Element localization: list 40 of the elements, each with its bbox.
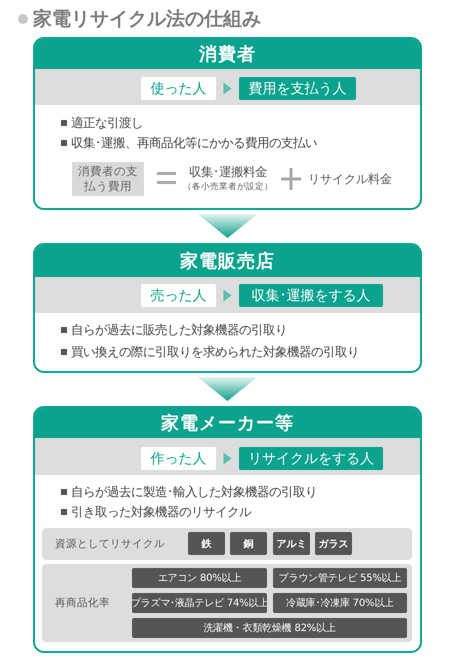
triangle-arrow [224,290,232,302]
role-tag: 使った人 [141,77,216,100]
list-text: 自らが過去に販売した対象機器の引取り [71,322,287,339]
fee-label: リサイクル料金 [307,171,393,188]
rate-tag: 冷蔵庫･冷凍庫 70%以上 [273,593,407,613]
fee-label: 収集･運搬料金 [188,164,268,181]
list-text: 適正な引渡し [71,115,143,132]
list-text: 引き取った対象機器のリサイクル [71,504,251,521]
flow-arrow [198,214,258,238]
title: 家電リサイクル法の仕組み [33,7,261,32]
rate-tag: 洗濯機・衣類乾燥機 82%以上 [132,618,407,638]
card-header: 消費者 [35,39,420,69]
flow-arrow [198,377,258,401]
material-tag: 鉄 [188,532,225,555]
material-tag: 銅 [230,532,267,555]
rate-tag: エアコン 80%以上 [132,568,267,588]
triangle-arrow [224,82,232,94]
stage-card [33,37,422,210]
triangle-arrow [224,452,232,464]
list-text: 自らが過去に製造･輸入した対象機器の引取り [71,484,317,501]
cost-box: 消費者の支払う費用 [72,162,144,196]
role-tag: 作った人 [141,447,216,470]
row-heading: 再商品化率 [55,596,110,611]
material-tag: ガラス [315,532,352,555]
card-header: 家電販売店 [35,245,420,277]
role-tag: 売った人 [141,284,216,307]
stage-card [33,406,422,653]
category-band [42,564,412,642]
role-tag: 費用を支払う人 [239,77,356,100]
list-text: 買い換えの際に引取りを求められた対象機器の引取り [71,344,359,361]
stage-card [33,243,422,373]
card-header: 家電メーカー等 [35,408,420,438]
rate-tag: ブラウン管テレビ 55%以上 [273,568,407,588]
row-heading: 資源としてリサイクル [55,537,165,552]
list-text: 収集･運搬、再商品化等にかかる費用の支払い [71,135,317,152]
category-band [42,528,412,560]
fee-note: （各小売業者が設定） [182,181,274,193]
material-tag: アルミ [273,532,310,555]
role-tag: 収集･運搬をする人 [239,284,383,307]
role-tag: リサイクルをする人 [239,447,383,470]
